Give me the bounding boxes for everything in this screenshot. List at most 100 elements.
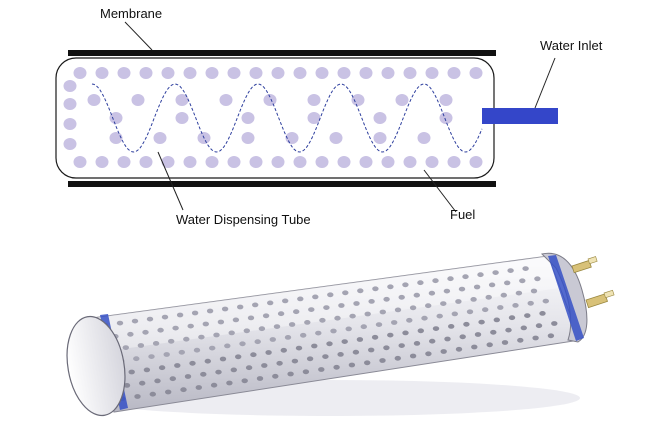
perforation-hole [492, 270, 499, 275]
fuel-particle [95, 67, 109, 79]
perforation-hole [297, 296, 304, 302]
perforation-hole [371, 334, 379, 340]
perforation-hole [473, 284, 481, 290]
fuel-label: Fuel [450, 207, 475, 222]
perforation-hole [148, 354, 155, 359]
fuel-particle [161, 156, 175, 168]
perforation-hole [486, 342, 493, 348]
perforation-hole [256, 376, 264, 381]
perforation-hole [146, 316, 154, 322]
perforation-hole [306, 356, 314, 362]
fuel-leader [423, 169, 457, 213]
perforation-hole [193, 347, 201, 353]
perforation-hole [172, 325, 179, 331]
fuel-particle [63, 80, 77, 92]
perforation-hole [524, 313, 531, 318]
perforation-hole [474, 332, 482, 337]
perforation-hole [338, 303, 345, 308]
perforation-hole [519, 278, 526, 284]
perforation-hole [512, 303, 519, 308]
fuel-particle [87, 94, 101, 106]
perforation-hole [432, 326, 440, 331]
fuel-particle [395, 94, 409, 106]
perforation-hole [202, 321, 209, 327]
fuel-particle [359, 156, 373, 168]
perforation-hole [444, 336, 451, 342]
perforation-hole [189, 360, 196, 366]
perforation-hole [532, 335, 539, 341]
perforation-hole [280, 347, 287, 353]
perforation-hole [302, 369, 310, 375]
perforation-hole [142, 329, 149, 335]
fuel-particle [205, 67, 219, 79]
fuel-particle [183, 156, 197, 168]
perforation-hole [342, 290, 349, 296]
perforation-hole [165, 389, 172, 395]
perforation-hole [497, 305, 504, 310]
perforation-hole [413, 341, 421, 346]
fuel-particle [117, 67, 131, 79]
perforation-hole [267, 300, 274, 306]
membrane-top [68, 50, 496, 56]
water-dispensing-tube-label: Water Dispensing Tube [176, 212, 311, 227]
fuel-particle [447, 156, 461, 168]
perforation-hole [345, 326, 352, 332]
perforation-hole [455, 346, 463, 352]
perforation-hole [413, 292, 420, 298]
perforation-hole [353, 301, 360, 306]
fuel-particle [373, 132, 387, 144]
perforation-hole [183, 336, 190, 342]
perforation-hole [417, 280, 424, 286]
perforation-hole [333, 364, 340, 370]
perforation-hole [311, 343, 318, 349]
perforation-hole [527, 300, 534, 306]
schematic: Membrane Water Inlet Water Dispensing Tu… [55, 6, 603, 227]
perforation-hole [195, 385, 202, 390]
perforation-hole [448, 324, 455, 329]
perforation-hole [458, 286, 466, 292]
fuel-particle [263, 94, 277, 106]
perforation-hole [357, 288, 364, 294]
fuel-particle [241, 112, 255, 124]
fuel-particle [73, 156, 87, 168]
perforation-hole [180, 387, 187, 393]
perforation-hole [228, 330, 235, 336]
fuel-particle [307, 94, 321, 106]
perforation-hole [254, 339, 261, 345]
perforation-hole [379, 309, 386, 315]
perforation-hole [265, 350, 272, 355]
perforation-hole [241, 378, 248, 384]
perforation-hole [485, 294, 492, 300]
perforation-hole [490, 329, 497, 335]
perforation-hole [372, 286, 379, 292]
perforation-hole [277, 311, 285, 317]
perforation-hole [245, 365, 253, 371]
fuel-particle [175, 112, 189, 124]
membrane-leader [124, 21, 153, 51]
perforation-hole [282, 298, 289, 304]
perforation-hole [326, 341, 333, 347]
perforation-holes [101, 266, 558, 402]
perforation-hole [224, 343, 231, 349]
perforation-hole [421, 315, 428, 321]
fuel-particle [425, 156, 439, 168]
perforation-hole [154, 378, 161, 384]
perforation-hole [500, 292, 507, 298]
perforation-hole [515, 290, 523, 296]
fuel-particle [373, 112, 387, 124]
perforation-hole [143, 367, 151, 373]
perforation-hole [379, 358, 386, 363]
fuel-particle [227, 67, 241, 79]
perforation-hole [161, 314, 169, 320]
fuel-particle [403, 67, 417, 79]
fuel-particle [227, 156, 241, 168]
fuel-particle [307, 112, 321, 124]
inlet-fitting-lower [585, 289, 615, 309]
fuel-particle [403, 156, 417, 168]
fuel-particle [337, 67, 351, 79]
perforation-hole [250, 352, 257, 358]
perforation-hole [455, 299, 462, 304]
perforation-hole [128, 369, 135, 375]
perforation-hole [191, 310, 199, 316]
